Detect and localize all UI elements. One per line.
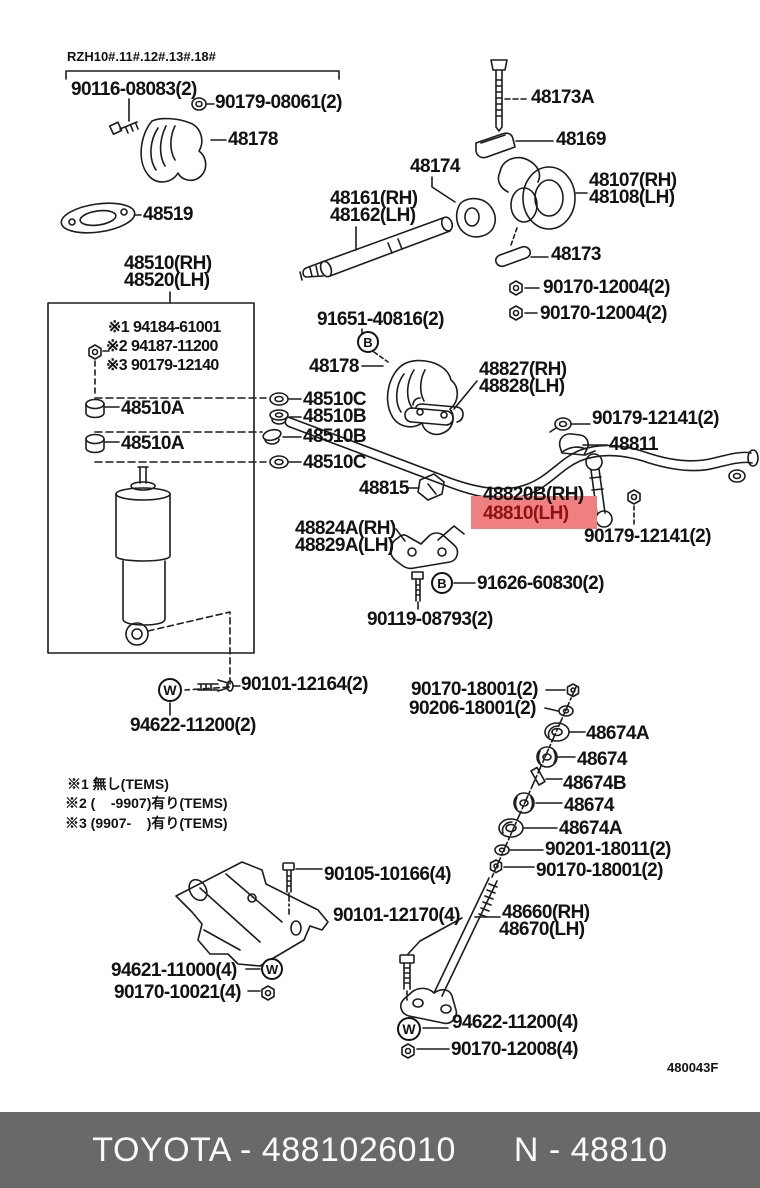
plate-48173-drawing xyxy=(494,245,549,321)
part-label-48510-rh[interactable]: 48510(RH) xyxy=(124,253,212,274)
part-label-48670-lh[interactable]: 48670(LH) xyxy=(499,919,585,940)
mounting-bracket-94621-drawing xyxy=(175,861,329,967)
highlighted-part-48810[interactable]: 48810(LH) xyxy=(471,496,597,529)
drawing-code: 480043F xyxy=(667,1060,719,1075)
part-label-90170-12004-a[interactable]: 90170-12004(2) xyxy=(543,277,670,298)
part-label-48824A-rh[interactable]: 48824A(RH) xyxy=(295,518,396,539)
part-label-90179-12141-a[interactable]: 90179-12141(2) xyxy=(592,408,719,429)
part-label-48510B-b[interactable]: 48510B xyxy=(303,426,367,447)
part-label-94622-11200-4[interactable]: 94622-11200(4) xyxy=(452,1012,578,1033)
part-label-90170-18001-b[interactable]: 90170-18001(2) xyxy=(536,860,663,881)
grommet-90179-12141-drawing xyxy=(549,417,591,433)
banner-catalog-number: TOYOTA - 4881026010 xyxy=(92,1130,456,1169)
part-label-90170-10021[interactable]: 90170-10021(4) xyxy=(114,982,241,1003)
part-label-48178-lower[interactable]: 48178 xyxy=(309,356,359,377)
part-label-48815[interactable]: 48815 xyxy=(359,478,409,499)
circled-w-symbol-3: W xyxy=(397,1017,421,1041)
circled-w-symbol-1: W xyxy=(158,678,182,702)
part-label-48810-lh[interactable]: 48810(LH) xyxy=(483,503,569,524)
washer-column-drawing xyxy=(262,392,302,469)
part-label-48827-rh[interactable]: 48827(RH) xyxy=(479,359,567,380)
cushion-48169-drawing xyxy=(475,132,554,159)
bushing-48811-drawing xyxy=(558,433,608,456)
part-label-91626-60830[interactable]: 91626-60830(2) xyxy=(477,573,604,594)
part-label-48510A-b[interactable]: 48510A xyxy=(121,433,185,454)
part-label-48107-rh[interactable]: 48107(RH) xyxy=(589,170,677,191)
bolt-90116-drawing xyxy=(108,98,139,136)
anchor-arm-48107-drawing xyxy=(497,156,588,246)
part-label-48674A-b[interactable]: 48674A xyxy=(559,818,623,839)
bolt-90101-12170-drawing xyxy=(399,954,450,1059)
banner-part-ref: N - 48810 xyxy=(513,1130,668,1169)
part-label-94621-11000[interactable]: 94621-11000(4) xyxy=(111,960,237,981)
strut-bar-48660-drawing xyxy=(400,877,501,1025)
clamp-plate-48827-drawing xyxy=(404,380,478,426)
footnote-3: ※3 (9907- )有り(TEMS) xyxy=(65,815,228,831)
bolt-48173A-drawing xyxy=(490,59,529,132)
part-label-48829A-lh[interactable]: 48829A(LH) xyxy=(295,535,394,556)
part-label-48674-a[interactable]: 48674 xyxy=(577,749,627,770)
part-label-tems-option-1[interactable]: ※1 94184-61001 xyxy=(108,319,221,336)
part-label-90119-08793[interactable]: 90119-08793(2) xyxy=(367,609,493,630)
part-label-91651-40816[interactable]: 91651-40816(2) xyxy=(317,309,444,330)
part-label-90201-18011[interactable]: 90201-18011(2) xyxy=(545,839,671,860)
strut-bar-cushion-stack-drawing xyxy=(489,683,586,878)
footnote-2: ※2 ( -9907)有り(TEMS) xyxy=(65,795,228,811)
grommet-90179-drawing xyxy=(191,97,215,111)
part-label-48520-lh[interactable]: 48520(LH) xyxy=(124,270,210,291)
part-label-48811[interactable]: 48811 xyxy=(609,434,658,455)
model-code-bracket xyxy=(65,70,340,80)
knuckle-48174-drawing xyxy=(431,176,497,238)
part-label-48510C-b[interactable]: 48510C xyxy=(303,452,367,473)
part-label-90170-12004-b[interactable]: 90170-12004(2) xyxy=(540,303,667,324)
model-codes: RZH10#.11#.12#.13#.18# xyxy=(67,49,216,64)
part-label-48108-lh[interactable]: 48108(LH) xyxy=(589,187,675,208)
part-label-90179-08061[interactable]: 90179-08061(2) xyxy=(215,92,342,113)
bolt-90119-drawing xyxy=(411,571,424,610)
part-label-tems-option-3[interactable]: ※3 90179-12140 xyxy=(106,357,219,374)
bolt-90105-drawing xyxy=(282,862,323,915)
part-label-90101-12170[interactable]: 90101-12170(4) xyxy=(333,905,460,926)
torsion-bar-48161-drawing xyxy=(299,216,454,281)
part-label-48828-lh[interactable]: 48828(LH) xyxy=(479,376,565,397)
footnote-1: ※1 無し(TEMS) xyxy=(67,776,169,792)
part-label-48660-rh[interactable]: 48660(RH) xyxy=(502,902,590,923)
part-info-banner: TOYOTA - 4881026010 N - 48810 xyxy=(0,1112,760,1188)
part-label-90170-18001-a[interactable]: 90170-18001(2) xyxy=(411,679,538,700)
bolt-90101-12164-drawing xyxy=(169,679,241,716)
part-label-90179-12141-b[interactable]: 90179-12141(2) xyxy=(584,526,711,547)
part-label-48173A[interactable]: 48173A xyxy=(531,87,595,108)
part-label-94622-11200-2[interactable]: 94622-11200(2) xyxy=(130,715,256,736)
circled-w-symbol-2: W xyxy=(261,958,283,980)
bracket-48178-lower-drawing xyxy=(361,359,459,436)
part-label-48173[interactable]: 48173 xyxy=(551,244,601,265)
part-label-48162-lh[interactable]: 48162(LH) xyxy=(330,205,416,226)
bushing-48815-drawing xyxy=(406,473,445,501)
circled-b-symbol-2: B xyxy=(431,572,453,594)
bracket-48824A-drawing xyxy=(389,525,465,570)
part-label-90206-18001[interactable]: 90206-18001(2) xyxy=(409,698,536,719)
part-label-90101-12164[interactable]: 90101-12164(2) xyxy=(241,674,368,695)
part-label-48674A-a[interactable]: 48674A xyxy=(586,723,650,744)
shock-absorber-drawing xyxy=(115,466,231,691)
part-label-90116-08083[interactable]: 90116-08083(2) xyxy=(71,79,197,100)
part-label-48510C-a[interactable]: 48510C xyxy=(303,389,367,410)
part-label-48519[interactable]: 48519 xyxy=(143,204,193,225)
part-label-48510B-a[interactable]: 48510B xyxy=(303,406,367,427)
part-label-48174[interactable]: 48174 xyxy=(410,156,460,177)
plate-48519-drawing xyxy=(60,202,142,234)
bracket-48178-upper-drawing xyxy=(140,117,227,183)
part-label-48674B[interactable]: 48674B xyxy=(563,773,627,794)
shock-absorber-box-drawing xyxy=(47,291,267,654)
circled-b-symbol-1: B xyxy=(357,331,379,353)
part-label-48169[interactable]: 48169 xyxy=(556,129,606,150)
part-label-48820B-rh[interactable]: 48820B(RH) xyxy=(483,484,584,505)
part-label-48674-b[interactable]: 48674 xyxy=(564,795,614,816)
part-label-90170-12008[interactable]: 90170-12008(4) xyxy=(451,1039,578,1060)
part-label-tems-option-2[interactable]: ※2 94187-11200 xyxy=(106,338,218,355)
part-label-90105-10166[interactable]: 90105-10166(4) xyxy=(324,864,451,885)
part-label-48178-upper[interactable]: 48178 xyxy=(228,129,278,150)
part-label-48161-rh[interactable]: 48161(RH) xyxy=(330,188,418,209)
part-label-48510A-a[interactable]: 48510A xyxy=(121,398,185,419)
